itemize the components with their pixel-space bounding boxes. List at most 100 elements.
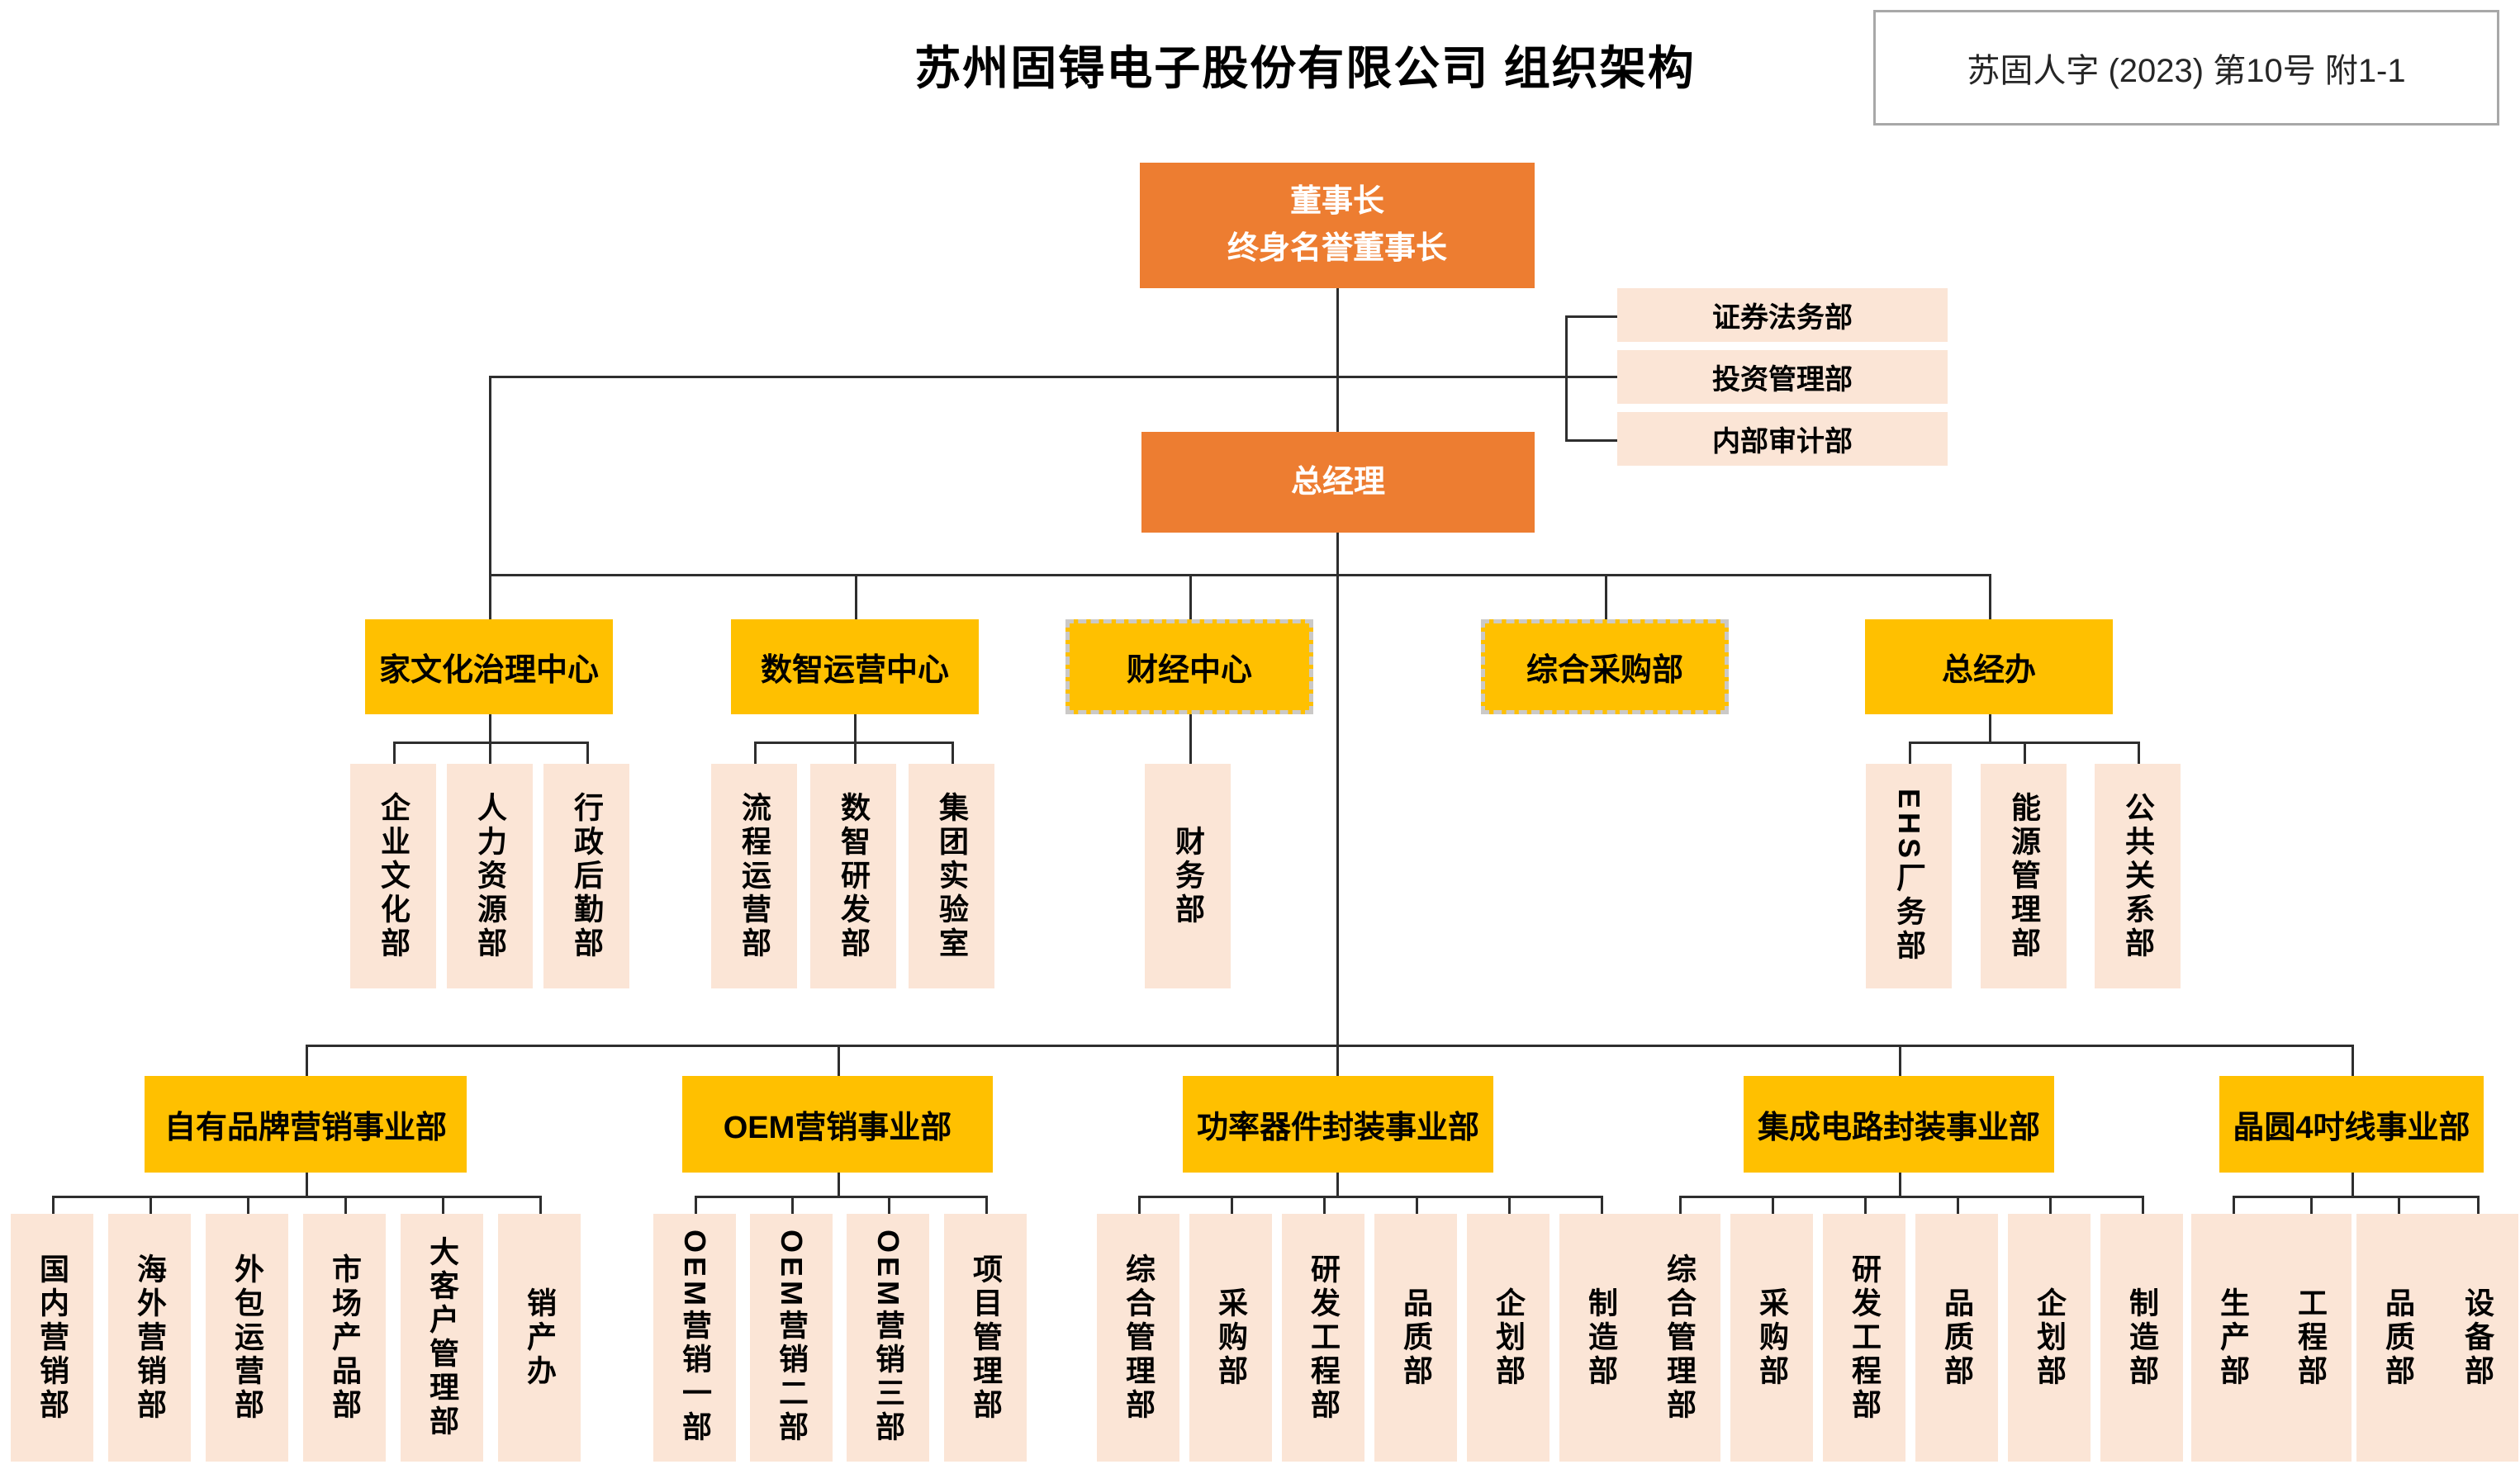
node-dept-power-quality: 品质部: [1374, 1214, 1457, 1462]
node-div-wafer-4inch: 晶圆4吋线事业部: [2219, 1076, 2484, 1173]
node-dept-human-resources: 人力资源部: [447, 764, 533, 988]
node-dept-public-relations: 公共关系部: [2095, 764, 2181, 988]
connector-line: [888, 1196, 890, 1214]
connector-line: [855, 574, 857, 619]
node-dept-ic-rd-engineering: 研发工程部: [1823, 1214, 1905, 1462]
node-dept-wafer-production: 生产部: [2191, 1214, 2274, 1462]
connector-line: [2049, 1196, 2052, 1214]
node-dept-wafer-quality: 品质部: [2356, 1214, 2439, 1462]
connector-line: [1989, 574, 1991, 619]
connector-line: [2310, 1196, 2313, 1214]
node-dept-project-mgmt: 项目管理部: [944, 1214, 1027, 1462]
connector-line: [52, 1196, 539, 1198]
node-staff-internal-audit: 内部审计部: [1617, 412, 1948, 466]
connector-line: [1601, 1196, 1603, 1214]
gm-label: 总经理: [1290, 464, 1385, 500]
node-center-finance: 财经中心: [1065, 619, 1313, 714]
connector-line: [1189, 714, 1192, 764]
node-dept-ic-planning: 企划部: [2008, 1214, 2091, 1462]
connector-line: [2233, 1196, 2477, 1198]
node-div-oem-marketing: OEM营销事业部: [682, 1076, 993, 1173]
connector-line: [489, 376, 1617, 378]
connector-line: [586, 742, 589, 764]
node-dept-ic-purchasing: 采购部: [1730, 1214, 1813, 1462]
connector-line: [952, 742, 954, 764]
node-dept-finance: 财务部: [1145, 764, 1231, 988]
connector-line: [1508, 1196, 1511, 1214]
connector-line: [1909, 742, 1911, 764]
connector-line: [1899, 1173, 1901, 1196]
connector-line: [695, 1196, 985, 1198]
node-dept-key-account-mgmt: 大客户管理部: [401, 1214, 483, 1462]
node-dept-sales-production-office: 销产办: [498, 1214, 581, 1462]
connector-line: [539, 1196, 542, 1214]
connector-line: [306, 1045, 308, 1076]
node-div-power-device-packaging: 功率器件封装事业部: [1183, 1076, 1493, 1173]
connector-line: [393, 742, 396, 764]
node-dept-group-lab: 集团实验室: [909, 764, 994, 988]
connector-line: [306, 1045, 2352, 1047]
node-dept-oem-marketing-3: OEM营销三部: [847, 1214, 929, 1462]
connector-line: [1336, 288, 1339, 432]
node-center-gm-office: 总经办: [1865, 619, 2113, 714]
node-dept-admin-logistics: 行政后勤部: [543, 764, 629, 988]
node-dept-ic-manufacturing: 制造部: [2100, 1214, 2183, 1462]
connector-line: [791, 1196, 794, 1214]
connector-line: [1231, 1196, 1233, 1214]
node-center-family-culture: 家文化治理中心: [365, 619, 613, 714]
connector-line: [1138, 1196, 1141, 1214]
page-title: 苏州固锝电子股份有限公司 组织架构: [914, 42, 1696, 94]
node-dept-market-product: 市场产品部: [303, 1214, 386, 1462]
node-dept-corporate-culture: 企业文化部: [350, 764, 436, 988]
node-dept-oem-marketing-1: OEM营销一部: [653, 1214, 736, 1462]
node-dept-wafer-engineering: 工程部: [2269, 1214, 2352, 1462]
connector-line: [52, 1196, 55, 1214]
connector-line: [1605, 574, 1607, 619]
connector-line: [2398, 1196, 2400, 1214]
node-dept-ic-general-mgmt: 综合管理部: [1638, 1214, 1720, 1462]
connector-line: [1323, 1196, 1326, 1214]
document-ref-box: 苏固人字 (2023) 第10号 附1-1: [1873, 10, 2499, 126]
connector-line: [1189, 574, 1192, 619]
connector-line: [754, 742, 952, 744]
connector-line: [754, 742, 757, 764]
connector-line: [1864, 1196, 1867, 1214]
node-chairman: 董事长 终身名誉董事长: [1140, 163, 1535, 288]
node-dept-ic-quality: 品质部: [1915, 1214, 1998, 1462]
connector-line: [1336, 1173, 1339, 1196]
connector-line: [2138, 742, 2140, 764]
connector-line: [1899, 1045, 1901, 1076]
node-dept-power-purchasing: 采购部: [1189, 1214, 1272, 1462]
node-div-ic-packaging: 集成电路封装事业部: [1744, 1076, 2054, 1173]
connector-line: [2352, 1045, 2354, 1076]
node-dept-power-manufacturing: 制造部: [1559, 1214, 1642, 1462]
connector-line: [985, 1196, 988, 1214]
connector-line: [344, 1196, 347, 1214]
connector-line: [1957, 1196, 1959, 1214]
node-dept-power-planning: 企划部: [1467, 1214, 1549, 1462]
node-dept-wafer-equipment: 设备部: [2436, 1214, 2518, 1462]
connector-line: [1909, 742, 2138, 744]
connector-line: [489, 714, 491, 764]
connector-line: [2477, 1196, 2480, 1214]
connector-line: [1416, 1196, 1418, 1214]
node-general-manager: 总经理: [1141, 432, 1535, 533]
node-dept-oem-marketing-2: OEM营销二部: [750, 1214, 833, 1462]
connector-line: [1565, 439, 1617, 442]
connector-line: [1772, 1196, 1774, 1214]
connector-line: [1138, 1196, 1601, 1198]
node-dept-outsourcing-ops: 外包运营部: [206, 1214, 288, 1462]
connector-line: [854, 714, 857, 764]
connector-line: [838, 1045, 840, 1076]
node-staff-investment-mgmt: 投资管理部: [1617, 350, 1948, 404]
connector-line: [393, 742, 586, 744]
node-dept-domestic-marketing: 国内营销部: [11, 1214, 93, 1462]
connector-line: [2352, 1173, 2354, 1196]
connector-line: [149, 1196, 152, 1214]
chairman-line1: 董事长: [1289, 184, 1384, 219]
node-dept-digital-rd: 数智研发部: [810, 764, 896, 988]
connector-line: [838, 1173, 840, 1196]
node-div-own-brand-marketing: 自有品牌营销事业部: [145, 1076, 467, 1173]
node-dept-process-ops: 流程运营部: [711, 764, 797, 988]
